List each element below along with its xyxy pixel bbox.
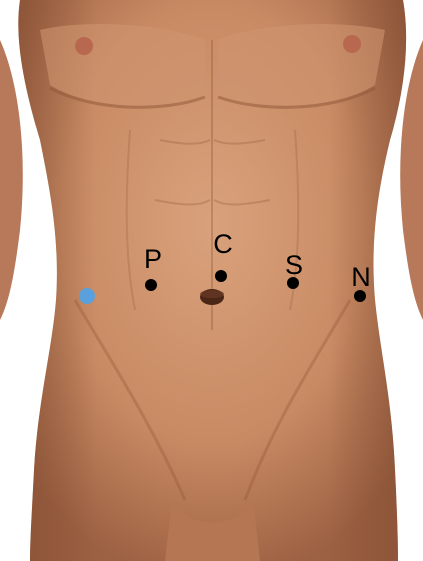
marker-p-label: P (144, 246, 162, 273)
right-arm (400, 40, 423, 320)
marker-p-dot (145, 279, 157, 291)
marker-s-label: S (285, 252, 303, 279)
marker-c-dot (215, 270, 227, 282)
marker-c-label: C (213, 231, 233, 258)
left-arm (0, 40, 23, 320)
left-nipple (75, 37, 93, 55)
highlight-dot (79, 288, 95, 304)
right-nipple (343, 35, 361, 53)
marker-n-label: N (351, 264, 371, 291)
